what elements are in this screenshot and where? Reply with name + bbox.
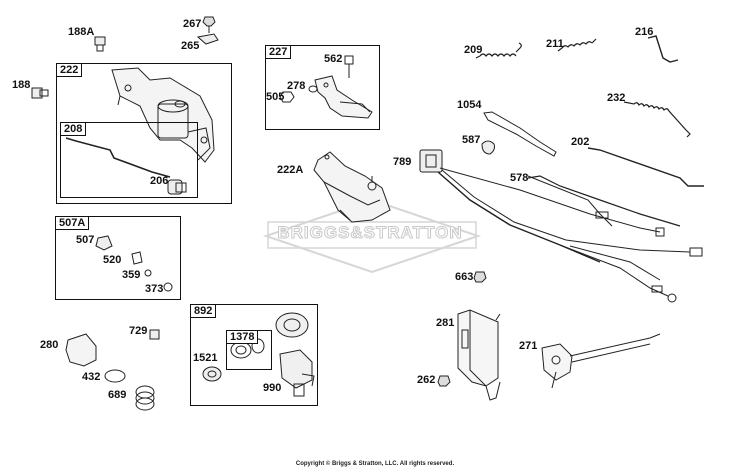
part-507-bracket bbox=[95, 235, 113, 251]
part-729-nut bbox=[149, 329, 160, 340]
part-label-373: 373 bbox=[145, 283, 164, 295]
part-209-spring bbox=[475, 42, 522, 59]
group-label-222: 222 bbox=[56, 63, 83, 77]
part-202-rod bbox=[587, 147, 704, 187]
part-1054-tie bbox=[483, 111, 557, 157]
part-label-188A: 188A bbox=[68, 26, 95, 38]
part-208-link bbox=[65, 137, 171, 178]
part-label-587: 587 bbox=[462, 134, 481, 146]
part-505-nut bbox=[279, 91, 295, 103]
part-587-clip bbox=[481, 140, 495, 155]
part-578-cable bbox=[527, 175, 681, 227]
group-frame-507A bbox=[55, 216, 181, 300]
part-label-1054: 1054 bbox=[457, 99, 482, 111]
part-789-harness bbox=[419, 149, 703, 303]
group-frame-222 bbox=[56, 63, 232, 204]
part-label-432: 432 bbox=[82, 371, 101, 383]
part-211-spring bbox=[557, 38, 597, 52]
copyright-notice: Copyright © Briggs & Stratton, LLC. All … bbox=[295, 461, 455, 467]
part-label-578: 578 bbox=[510, 172, 529, 184]
part-359-washer bbox=[144, 269, 152, 277]
part-label-262: 262 bbox=[417, 374, 436, 386]
part-label-663: 663 bbox=[455, 271, 474, 283]
watermark-text: BRIGGS&STRATTON bbox=[277, 223, 463, 243]
part-label-265: 265 bbox=[181, 40, 200, 52]
part-216-link bbox=[647, 35, 679, 63]
part-label-281: 281 bbox=[436, 317, 455, 329]
part-label-222A: 222A bbox=[277, 164, 304, 176]
part-label-562: 562 bbox=[324, 53, 343, 65]
part-label-232: 232 bbox=[607, 92, 626, 104]
part-280-bracket bbox=[65, 333, 97, 367]
part-188A-bolt bbox=[94, 36, 106, 52]
part-label-278: 278 bbox=[287, 80, 306, 92]
part-373-ring bbox=[163, 282, 173, 292]
part-label-267: 267 bbox=[183, 18, 202, 30]
part-281-bracket bbox=[457, 309, 501, 401]
part-265-clip bbox=[196, 33, 219, 45]
part-label-206: 206 bbox=[150, 175, 169, 187]
group-frame-208 bbox=[60, 122, 198, 198]
part-520-clip bbox=[131, 251, 143, 265]
part-562-screw bbox=[344, 55, 354, 78]
part-227-lever bbox=[314, 75, 373, 119]
part-206-nut bbox=[167, 179, 187, 195]
group-label-892: 892 bbox=[190, 304, 217, 318]
part-label-280: 280 bbox=[40, 339, 59, 351]
part-271-control bbox=[541, 333, 661, 389]
part-267-screw bbox=[202, 16, 216, 33]
group-frame-892 bbox=[190, 304, 318, 406]
part-432-ring bbox=[104, 369, 126, 383]
group-label-1378: 1378 bbox=[226, 330, 259, 344]
part-label-211: 211 bbox=[546, 38, 564, 50]
part-262-screw bbox=[437, 375, 451, 387]
part-1521-ring bbox=[202, 366, 222, 382]
part-label-271: 271 bbox=[519, 340, 538, 352]
part-232-spring bbox=[623, 101, 691, 138]
group-frame-227 bbox=[265, 45, 380, 130]
part-689-spring bbox=[135, 385, 155, 411]
part-label-507: 507 bbox=[76, 234, 95, 246]
part-label-520: 520 bbox=[103, 254, 122, 266]
part-label-202: 202 bbox=[571, 136, 590, 148]
part-label-505: 505 bbox=[266, 91, 285, 103]
part-label-359: 359 bbox=[122, 269, 141, 281]
part-663-screw bbox=[473, 271, 487, 283]
part-label-209: 209 bbox=[464, 44, 483, 56]
part-label-729: 729 bbox=[129, 325, 148, 337]
part-892-switch bbox=[275, 312, 315, 397]
group-label-227: 227 bbox=[265, 45, 292, 59]
part-222-bracket bbox=[111, 67, 215, 163]
group-label-507A: 507A bbox=[55, 216, 90, 230]
part-label-216: 216 bbox=[635, 26, 654, 38]
part-label-689: 689 bbox=[108, 389, 127, 401]
group-label-208: 208 bbox=[60, 122, 87, 136]
part-222A-bracket bbox=[313, 151, 391, 223]
part-label-789: 789 bbox=[393, 156, 412, 168]
part-label-188: 188 bbox=[12, 79, 31, 91]
part-label-990: 990 bbox=[263, 382, 282, 394]
part-label-1521: 1521 bbox=[193, 352, 218, 364]
part-188-bolt bbox=[31, 87, 49, 99]
